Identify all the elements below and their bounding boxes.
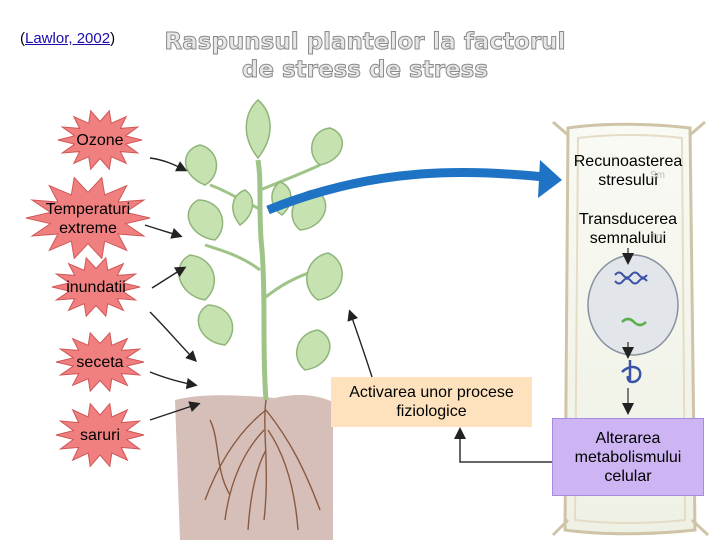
page-title: Raspunsul plantelor la factorul de stres… — [164, 29, 566, 84]
stressor-starbursts — [25, 109, 151, 468]
stressor-salts: saruri — [79, 427, 120, 444]
feedback-arrow — [454, 427, 552, 463]
citation: (Lawlor, 2002) — [20, 30, 116, 47]
starburst-1 — [25, 176, 151, 260]
starburst-0 — [57, 109, 143, 171]
transduction-label: Transducerea semnalului — [578, 211, 678, 247]
plant — [178, 98, 344, 401]
stressor-ozone: Ozone — [76, 132, 124, 149]
stress-arrows — [144, 157, 373, 421]
starburst-3 — [55, 331, 145, 393]
roots — [204, 399, 321, 531]
stressor-flooding: inundatii — [66, 279, 126, 296]
starburst-2 — [51, 256, 141, 318]
signal-arrow — [266, 167, 546, 215]
metabolism-text: Alterarea metabolismului celular — [574, 429, 682, 485]
activation-text: Activarea unor procese fiziologice — [349, 384, 514, 420]
faded-sm-label: Sm — [650, 170, 665, 181]
starburst-4 — [55, 402, 145, 468]
soil-area — [175, 395, 333, 540]
metabolism-box: Alterarea metabolismului celular — [552, 418, 704, 496]
recognition-label: Recunoasterea stresului — [573, 153, 683, 189]
stressor-temperature: Temperaturi extreme — [45, 201, 131, 237]
faded-tm-label: Tm — [650, 232, 665, 243]
activation-box: Activarea unor procese fiziologice — [331, 377, 532, 427]
stressor-drought: seceta — [76, 354, 124, 371]
citation-link[interactable]: Lawlor, 2002 — [25, 30, 111, 47]
